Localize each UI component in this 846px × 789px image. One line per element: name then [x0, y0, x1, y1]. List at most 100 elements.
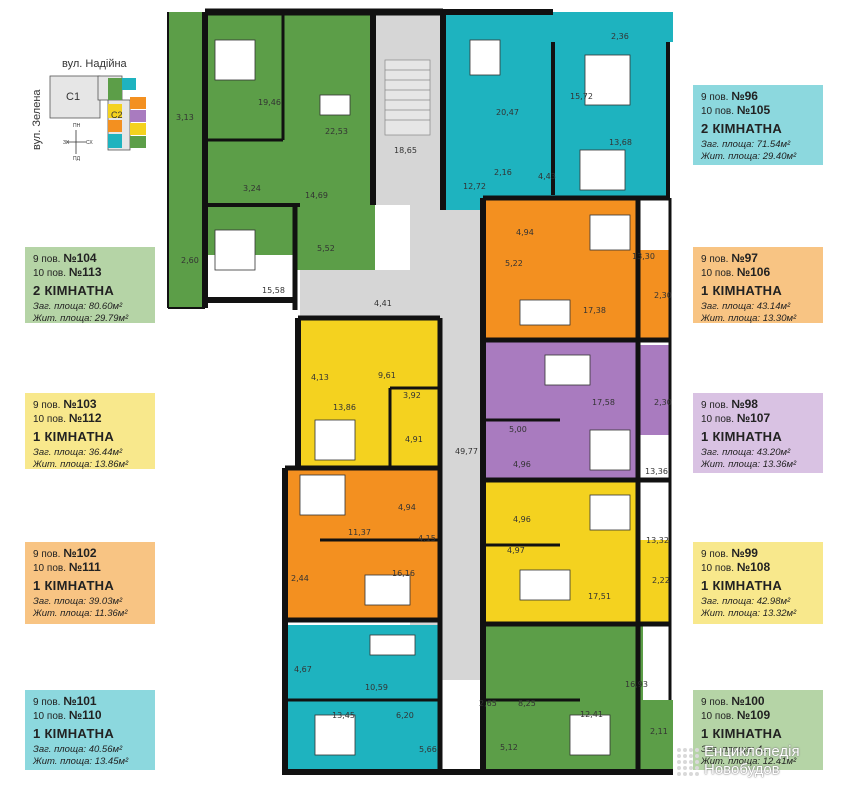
room-area: 13,32: [646, 536, 669, 545]
living-area: Жит. площа: 13.30м²: [701, 313, 797, 324]
room-area: 18,65: [394, 146, 417, 155]
floor-line-10: 10 пов. №108: [701, 560, 771, 575]
total-area: Заг. площа: 4…: [701, 744, 772, 755]
rooms-count: 1 КІМНАТНА: [701, 726, 783, 741]
room-area: 14,69: [305, 191, 328, 200]
total-area: Заг. площа: 42.98м²: [701, 596, 791, 607]
floor-line-9: 9 пов. №104: [33, 251, 97, 266]
total-area: Заг. площа: 40.56м²: [33, 744, 123, 755]
room-area: 3,13: [176, 113, 194, 122]
room-area: 5,00: [509, 425, 527, 434]
room-area: 16,16: [392, 569, 415, 578]
compass-west: ЗХ: [63, 140, 70, 146]
rooms-count: 1 КІМНАТНА: [701, 429, 783, 444]
room-area: 13,30: [632, 252, 655, 261]
room-area: 4,94: [398, 503, 416, 512]
living-area: Жит. площа: 13.86м²: [33, 459, 129, 470]
total-area: Заг. площа: 43.20м²: [701, 447, 791, 458]
room-area: 17,58: [592, 398, 615, 407]
room-area: 5,22: [505, 259, 523, 268]
room-area: 17,51: [588, 592, 611, 601]
room-area: 5,52: [317, 244, 335, 253]
rooms-count: 2 КІМНАТНА: [33, 283, 115, 298]
room-area: 16,93: [625, 680, 648, 689]
room-area: 2,22: [652, 576, 670, 585]
floor-line-9: 9 пов. №103: [33, 397, 97, 412]
room-area: 22,53: [325, 127, 348, 136]
room-area: 4,94: [516, 228, 534, 237]
room-area: 10,59: [365, 683, 388, 692]
room-area: 8,25: [518, 699, 536, 708]
room-area: 2,65: [479, 699, 497, 708]
floor-line-9: 9 пов. №101: [33, 694, 97, 709]
room-area: 12,72: [463, 182, 486, 191]
compass-north: ПН: [73, 123, 81, 129]
floor-line-10: 10 пов. №112: [33, 411, 102, 426]
room-area: 13,36: [645, 467, 668, 476]
floor-line-9: 9 пов. №97: [701, 251, 758, 266]
rooms-count: 1 КІМНАТНА: [33, 429, 115, 444]
floor-line-9: 9 пов. №96: [701, 89, 758, 104]
room-area: 4,97: [507, 546, 525, 555]
rooms-count: 1 КІМНАТНА: [701, 283, 783, 298]
room-area: 2,30: [654, 398, 672, 407]
living-area: Жит. площа: 13.45м²: [33, 756, 129, 767]
room-area: 6,20: [396, 711, 414, 720]
apartment-104[interactable]: [168, 12, 375, 307]
furniture: [214, 39, 631, 756]
floor-line-9: 9 пов. №102: [33, 546, 97, 561]
floor-line-10: 10 пов. №111: [33, 560, 101, 575]
staircase: [384, 59, 431, 136]
living-area: Жит. площа: 29.79м²: [33, 313, 129, 324]
watermark-logo-icon: [677, 748, 699, 776]
walls: [167, 8, 673, 775]
room-area: 5,12: [500, 743, 518, 752]
room-area: 13,86: [333, 403, 356, 412]
room-area: 2,60: [181, 256, 199, 265]
floor-line-10: 10 пов. №110: [33, 708, 102, 723]
apartment-97[interactable]: [483, 198, 670, 340]
floor-line-9: 9 пов. №99: [701, 546, 758, 561]
room-area: 2,11: [650, 727, 668, 736]
watermark-line-1: Енциклопедія: [704, 743, 800, 760]
total-area: Заг. площа: 71.54м²: [701, 139, 791, 150]
room-area: 5,66: [419, 745, 437, 754]
location-map: вул. Надійна вул. Зелена С1 С2 ПН СХ ПД …: [31, 58, 146, 162]
watermark: Енциклопедія Новобудов: [672, 741, 842, 785]
room-area: 49,77: [455, 447, 478, 456]
room-area: 4,41: [374, 299, 392, 308]
compass-south: ПД: [73, 156, 81, 162]
street-left-label: вул. Зелена: [31, 89, 43, 150]
room-area: 17,38: [583, 306, 606, 315]
living-area: Жит. площа: 13.32м²: [701, 608, 797, 619]
total-area: Заг. площа: 80.60м²: [33, 301, 123, 312]
room-area: 15,58: [262, 286, 285, 295]
room-area: 3,24: [243, 184, 261, 193]
room-area: 13,68: [609, 138, 632, 147]
room-area: 11,37: [348, 528, 371, 537]
rooms-count: 1 КІМНАТНА: [701, 578, 783, 593]
floor-line-9: 9 пов. №100: [701, 694, 765, 709]
room-area: 3,92: [403, 391, 421, 400]
room-area: 20,47: [496, 108, 519, 117]
room-area: 4,43: [538, 172, 556, 181]
room-labels: 3,13 19,46 22,53 3,24 14,69 2,60 5,52 15…: [176, 32, 672, 754]
room-area: 4,13: [311, 373, 329, 382]
living-area: Жит. площа: 29.40м²: [701, 151, 797, 162]
room-area: 4,15: [418, 534, 436, 543]
watermark-line-2: Новобудов: [704, 761, 780, 778]
section-1-label: С1: [66, 91, 80, 103]
total-area: Заг. площа: 36.44м²: [33, 447, 123, 458]
room-area: 13,45: [332, 711, 355, 720]
living-area: Жит. площа: 13.36м²: [701, 459, 797, 470]
